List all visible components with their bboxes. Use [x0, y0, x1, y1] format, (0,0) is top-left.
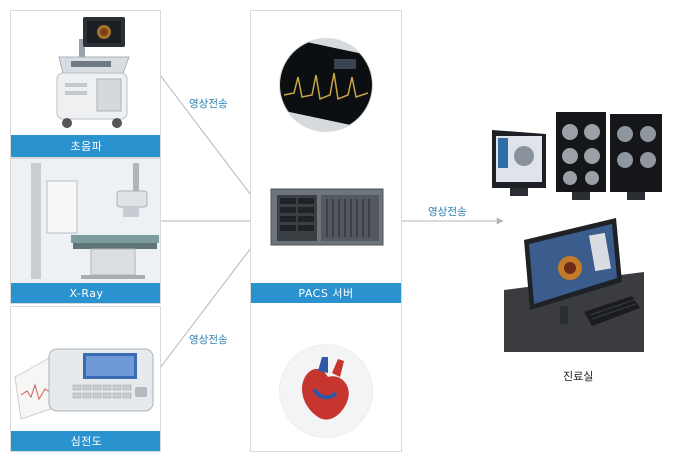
pacs-server-image	[270, 188, 384, 246]
xray-machine-image	[11, 159, 160, 283]
clinic-monitors-image	[492, 112, 662, 200]
arrow-label-top: 영상전송	[189, 98, 228, 110]
ultrasound-machine-image	[56, 17, 130, 128]
pacs-server-panel: PACS 서버	[250, 10, 402, 452]
arrow-label-bottom: 영상전송	[189, 334, 228, 346]
arrow-ecg-to-server	[159, 227, 267, 369]
ultrasound-waveform-image	[279, 38, 373, 132]
clinic-workstation-image	[504, 212, 644, 352]
clinic-label: 진료실	[563, 370, 594, 383]
ecg-panel: 심전도	[10, 306, 161, 452]
heart-anatomy-image	[279, 344, 373, 438]
pacs-server-label: PACS 서버	[251, 283, 401, 303]
xray-label: X-Ray	[11, 283, 160, 303]
ultrasound-label: 초음파	[11, 135, 160, 157]
arrow-ultrasound-to-server	[159, 74, 267, 216]
ultrasound-panel: 초음파	[10, 10, 161, 158]
ecg-machine-image	[14, 348, 154, 420]
ecg-label: 심전도	[11, 431, 160, 451]
xray-panel: X-Ray	[10, 158, 161, 304]
arrow-label-right: 영상전송	[428, 206, 467, 218]
